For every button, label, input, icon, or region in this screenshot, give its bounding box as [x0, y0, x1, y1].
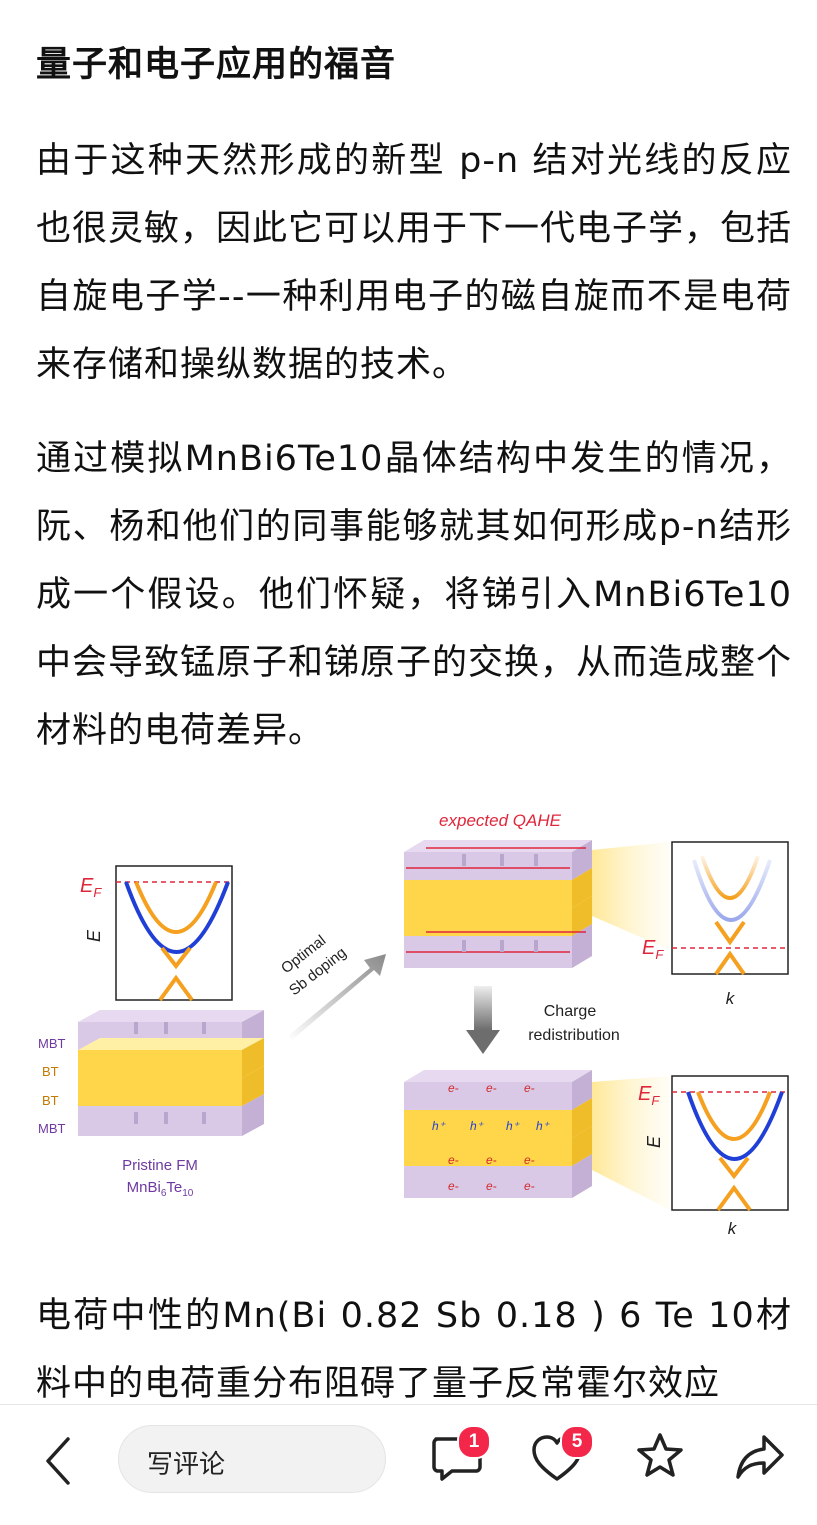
svg-text:h⁺: h⁺ [470, 1119, 485, 1133]
charge-label-2: redistribution [528, 1027, 620, 1044]
svg-text:h⁺: h⁺ [432, 1119, 447, 1133]
ef-label-top-right: EF [642, 937, 664, 962]
favorite-button[interactable] [634, 1431, 686, 1483]
chevron-left-icon [46, 1437, 70, 1485]
svg-text:e-: e- [486, 1153, 497, 1167]
pristine-label: Pristine FM [122, 1157, 198, 1174]
share-icon [736, 1435, 784, 1479]
doping-arrow: Optimal Sb doping [278, 932, 386, 1040]
svg-text:h⁺: h⁺ [506, 1119, 521, 1133]
svg-text:e-: e- [448, 1179, 459, 1193]
svg-text:e-: e- [524, 1081, 535, 1095]
charge-label-1: Charge [544, 1003, 597, 1020]
fan-bottom [592, 1076, 670, 1210]
svg-text:e-: e- [486, 1081, 497, 1095]
svg-text:h⁺: h⁺ [536, 1119, 551, 1133]
svg-text:e-: e- [448, 1081, 459, 1095]
k-axis-bottom: k [728, 1219, 738, 1238]
layer-label-mbt-2: MBT [38, 1121, 66, 1136]
ef-label-left: EF [80, 875, 102, 900]
comment-count-badge: 1 [457, 1425, 491, 1459]
expected-qahe-stack [404, 840, 592, 968]
star-icon [637, 1433, 683, 1477]
left-band-diagram: EF E [80, 865, 233, 1002]
e-axis-bottom-right: E [644, 1135, 664, 1148]
ef-label-bottom-right: EF [638, 1083, 660, 1108]
svg-text:e-: e- [524, 1179, 535, 1193]
bottom-action-bar: 写评论 1 5 [0, 1404, 817, 1525]
right-band-diagram-top: EF k [642, 841, 789, 1008]
e-axis-left: E [84, 929, 104, 942]
back-button[interactable] [38, 1435, 82, 1487]
article-heading: 量子和电子应用的福音 [36, 45, 397, 85]
pristine-formula: MnBi6Te10 [127, 1179, 194, 1199]
layer-label-mbt-1: MBT [38, 1036, 66, 1051]
paragraph-1: 由于这种天然形成的新型 p-n 结对光线的反应也很灵敏，因此它可以用于下一代电子… [36, 141, 793, 385]
charge-arrow: Charge redistribution [466, 986, 620, 1054]
fan-top [592, 842, 670, 950]
comment-input[interactable]: 写评论 [118, 1425, 386, 1493]
layer-label-bt-2: BT [42, 1093, 59, 1108]
expected-qahe-title: expected QAHE [439, 811, 562, 830]
redistributed-stack: e-e-e- e-e-e- e-e-e- h⁺ h⁺ h⁺ h⁺ [404, 1070, 592, 1198]
k-axis-top: k [726, 989, 736, 1008]
layer-label-bt-1: BT [42, 1064, 59, 1079]
article-figure: EF E MBT BT BT MBT Pristine FM MnBi6Te10… [38, 811, 789, 1238]
like-count-badge: 5 [560, 1425, 594, 1459]
pristine-stack: MBT BT BT MBT Pristine FM MnBi6Te10 [38, 1010, 264, 1199]
share-button[interactable] [734, 1431, 786, 1483]
svg-text:e-: e- [524, 1153, 535, 1167]
paragraph-2: 通过模拟MnBi6Te10晶体结构中发生的情况，阮、杨和他们的同事能够就其如何形… [36, 439, 793, 751]
svg-text:e-: e- [448, 1153, 459, 1167]
comment-placeholder: 写评论 [147, 1450, 226, 1480]
right-band-diagram-bottom: EF E k [638, 1075, 789, 1238]
paragraph-3: 电荷中性的Mn(Bi 0.82 Sb 0.18 ) 6 Te 10材料中的电荷重… [36, 1296, 792, 1404]
svg-text:e-: e- [486, 1179, 497, 1193]
